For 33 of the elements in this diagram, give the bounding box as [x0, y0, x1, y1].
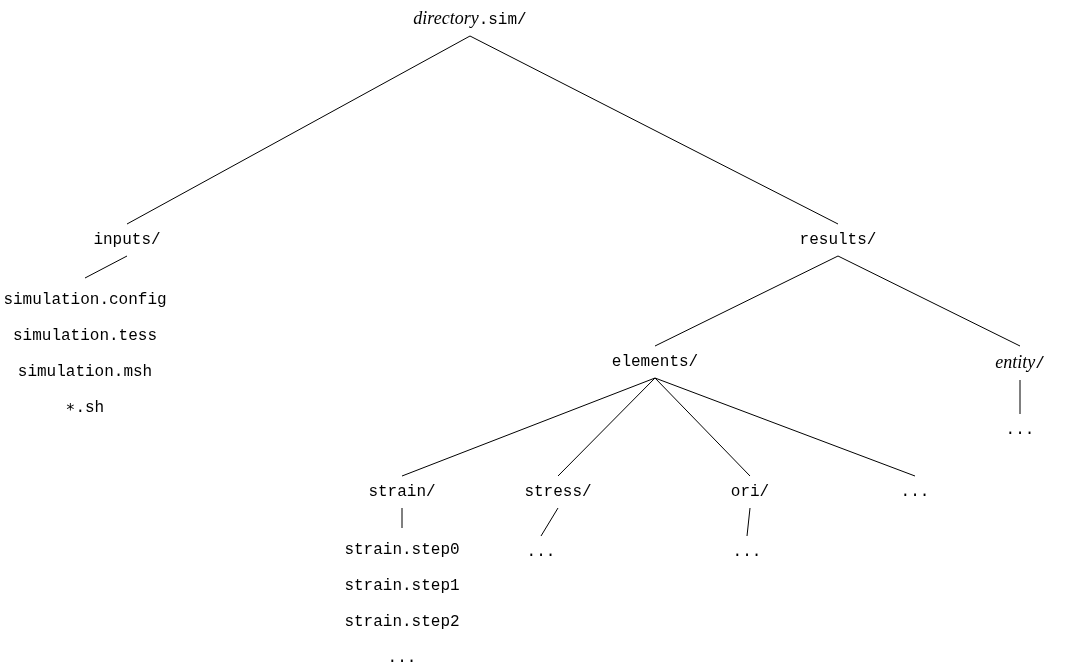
tree-line: [469, 35, 839, 225]
tree-line: [557, 377, 656, 477]
tree-line: [401, 377, 656, 477]
tree-line: [84, 255, 128, 279]
folder-name: entity/: [995, 350, 1045, 376]
folder-name: results/: [799, 228, 877, 252]
tree-line: [654, 377, 751, 477]
tree-line: [401, 507, 403, 529]
folder-name: elements/: [611, 350, 699, 374]
file-name: simulation.tess: [12, 326, 158, 347]
folder-name: ...: [732, 540, 762, 564]
file-name: simulation.config: [3, 290, 167, 311]
tree-line: [540, 507, 559, 537]
folder-name: strain/: [368, 480, 436, 504]
folder-name: directory.sim/: [413, 6, 527, 32]
folder-name: ...: [526, 540, 556, 564]
file-name: strain.step2: [344, 612, 460, 633]
folder-name: inputs/: [93, 228, 161, 252]
folder-name: ori/: [730, 480, 770, 504]
file-name: ∗.sh: [64, 398, 106, 419]
folder-name: ...: [1005, 418, 1035, 442]
tree-line: [654, 377, 916, 477]
file-name: strain.step1: [344, 576, 460, 597]
folder-name: ...: [900, 480, 930, 504]
tree-line: [837, 255, 1021, 347]
file-name: simulation.msh: [16, 362, 154, 383]
folder-name: stress/: [524, 480, 592, 504]
tree-line: [746, 507, 751, 537]
tree-line: [126, 35, 471, 225]
file-name: ...: [386, 648, 418, 666]
tree-line: [654, 255, 839, 347]
file-name: strain.step0: [344, 540, 460, 561]
tree-line: [1019, 379, 1021, 415]
